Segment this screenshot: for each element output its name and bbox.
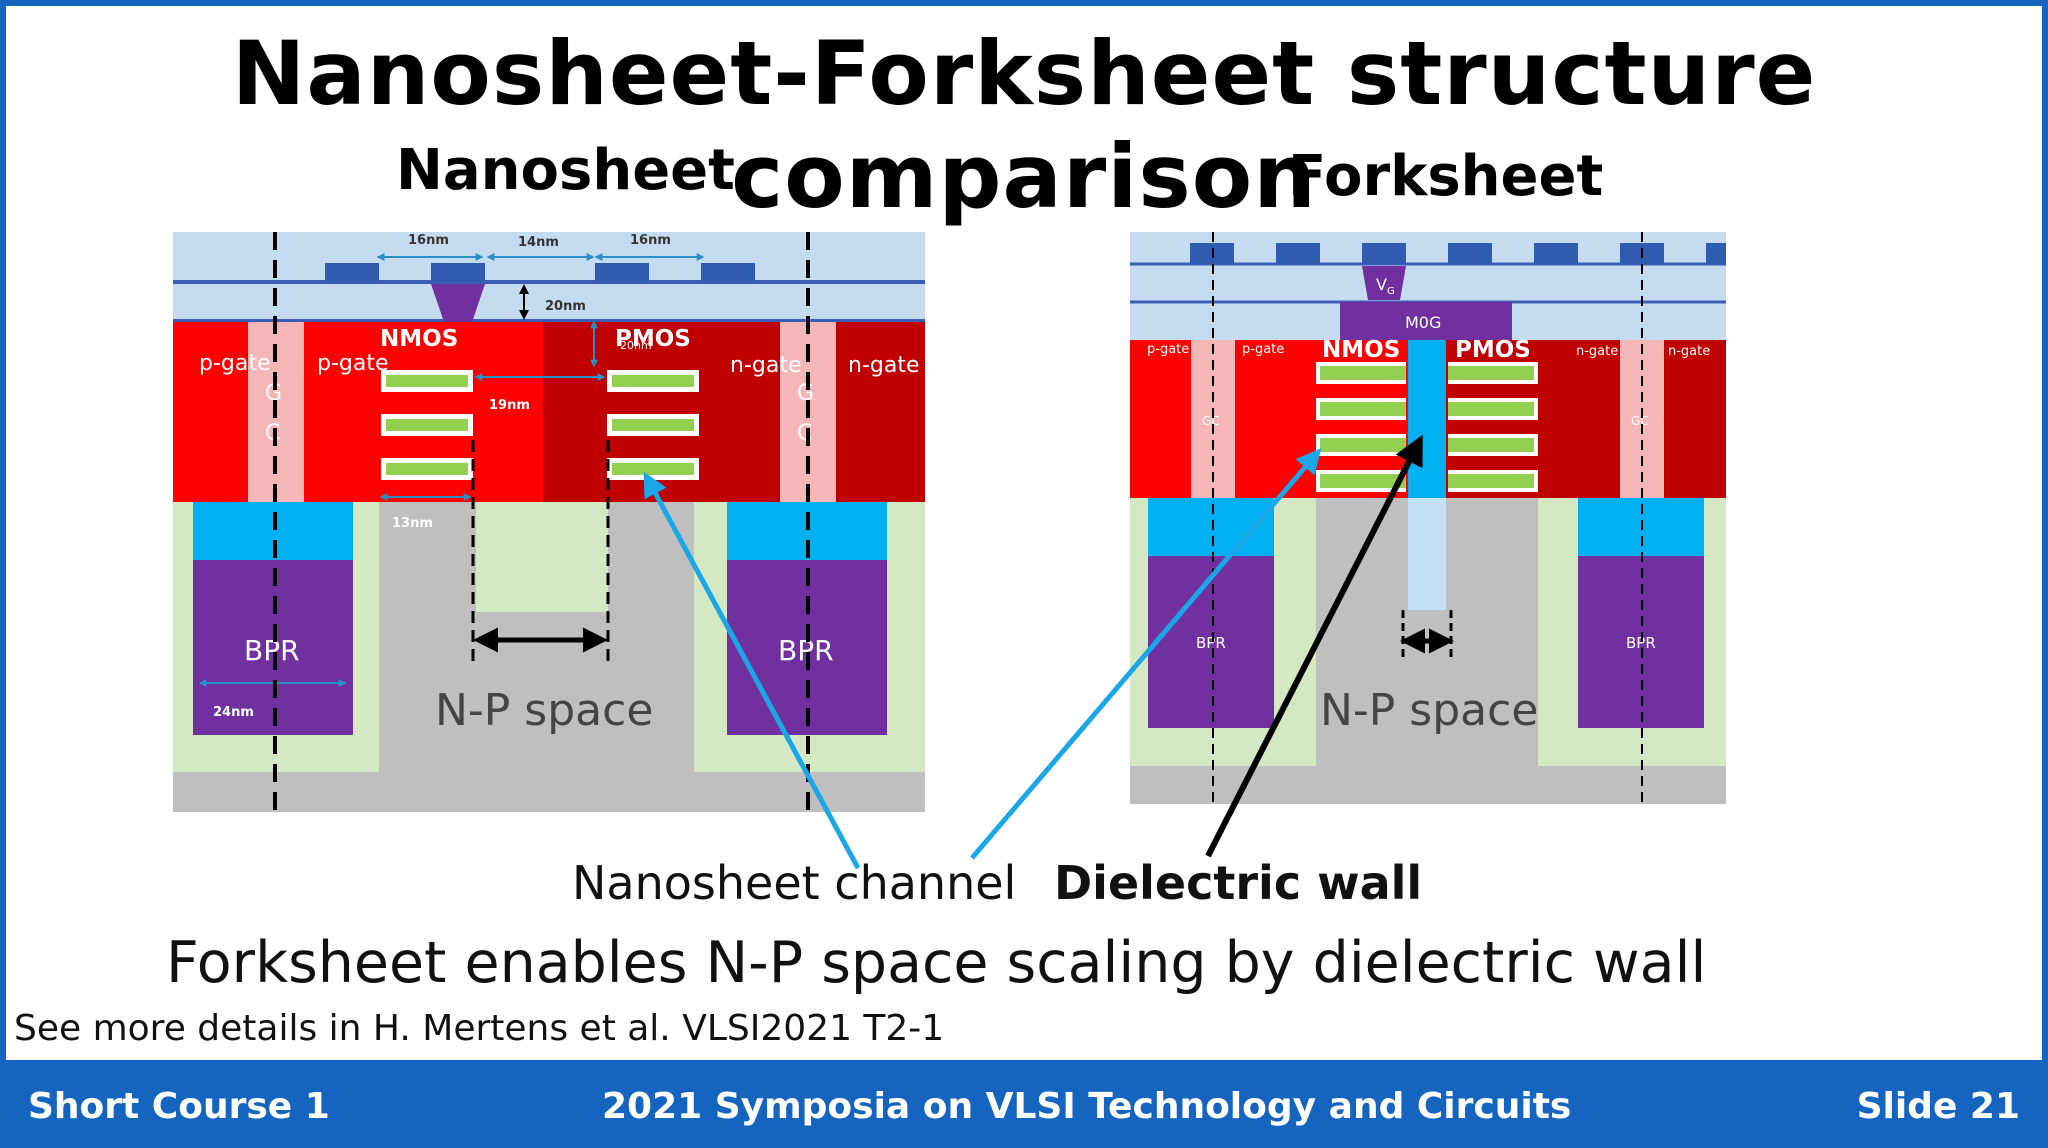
forksheet-nmos-label: NMOS bbox=[1322, 337, 1400, 363]
nanosheet-bpr-right: BPR bbox=[778, 634, 834, 667]
dielectric-wall-arrow bbox=[1205, 434, 1423, 858]
oxide-center bbox=[476, 502, 608, 612]
pmos-sheets bbox=[607, 370, 699, 480]
metal-line bbox=[325, 263, 379, 282]
fs-pgate-outer: p-gate bbox=[1147, 342, 1189, 357]
gc-right-g: G bbox=[797, 381, 814, 406]
bpr-right bbox=[727, 560, 887, 735]
forksheet-pmos-label: PMOS bbox=[1455, 337, 1531, 363]
dim-13nm: 13nm bbox=[392, 516, 433, 531]
nanosheet-ngate-outer: n-gate bbox=[848, 353, 920, 378]
gc-left-c: C bbox=[265, 421, 280, 446]
dim-14nm: 14nm bbox=[518, 235, 559, 250]
dim-20nm: 20nm bbox=[545, 299, 586, 314]
fs-gc-left: GC bbox=[1202, 414, 1220, 428]
footer-course: Short Course 1 bbox=[28, 1086, 330, 1127]
fs-nmos-sheets bbox=[1316, 362, 1406, 492]
reference-note: See more details in H. Mertens et al. VL… bbox=[14, 1008, 945, 1049]
dim-16nm-left: 16nm bbox=[408, 233, 449, 248]
dielectric-wall bbox=[1408, 340, 1446, 498]
fs-pmos-sheets bbox=[1448, 362, 1538, 492]
metal-line bbox=[431, 263, 485, 282]
dielectric-wall-caption: Dielectric wall bbox=[1054, 856, 1423, 910]
nanosheet-nmos-label: NMOS bbox=[380, 326, 458, 352]
nmos-sheets bbox=[381, 370, 473, 480]
fs-pgate-inner: p-gate bbox=[1242, 342, 1284, 357]
nanosheet-channel-arrow bbox=[643, 471, 861, 870]
bpr-left bbox=[193, 560, 353, 735]
fs-ngate-inner: n-gate bbox=[1576, 344, 1618, 359]
fs-gc-right: GC bbox=[1631, 414, 1649, 428]
m0g-label: M0G bbox=[1405, 313, 1441, 332]
forksheet-np-space: N-P space bbox=[1320, 685, 1538, 736]
nanosheet-channel-caption: Nanosheet channel bbox=[572, 856, 1017, 910]
dim-20nm-inner: 20nm bbox=[620, 339, 652, 352]
forksheet-channel-arrow bbox=[970, 448, 1322, 860]
gc-left-g: G bbox=[265, 381, 282, 406]
nanosheet-bpr-left: BPR bbox=[244, 634, 300, 667]
gc-right-c: C bbox=[797, 421, 812, 446]
fs-ngate-outer: n-gate bbox=[1668, 344, 1710, 359]
nanosheet-pgate-outer: p-gate bbox=[199, 351, 271, 376]
nanosheet-ngate-inner: n-gate bbox=[730, 353, 802, 378]
vg-label: VG bbox=[1376, 275, 1395, 297]
forksheet-bpr-left: BPR bbox=[1196, 634, 1226, 652]
fs-bpr-left bbox=[1148, 556, 1274, 728]
slide-footer: Short Course 1 2021 Symposia on VLSI Tec… bbox=[0, 1060, 2048, 1148]
m0g-line bbox=[1340, 302, 1512, 340]
gate-via bbox=[431, 284, 485, 322]
nanosheet-diagram: 16nm 14nm 16nm 20nm NMOS PMOS 20nm 19nm … bbox=[173, 232, 925, 812]
nanosheet-label: Nanosheet bbox=[396, 138, 735, 203]
nmos-gate bbox=[173, 322, 543, 502]
dielectric-wall-lower bbox=[1408, 498, 1446, 610]
vg-via bbox=[1362, 266, 1406, 300]
dim-24nm: 24nm bbox=[213, 705, 254, 720]
dim-19nm: 19nm bbox=[489, 398, 530, 413]
nanosheet-pmos-label: PMOS bbox=[615, 326, 691, 352]
nanosheet-beol bbox=[173, 232, 925, 322]
footer-slide-number: Slide 21 bbox=[1856, 1086, 2020, 1127]
pmos-gate bbox=[543, 322, 925, 502]
nanosheet-pgate-inner: p-gate bbox=[317, 351, 389, 376]
key-statement: Forksheet enables N-P space scaling by d… bbox=[166, 930, 1707, 996]
footer-event: 2021 Symposia on VLSI Technology and Cir… bbox=[602, 1086, 1572, 1127]
metal-line bbox=[701, 263, 755, 282]
metal-line bbox=[595, 263, 649, 282]
forksheet-diagram: VG M0G GC GC p-gate p-gate n-gate n-gate… bbox=[1130, 232, 1726, 804]
nanosheet-np-space: N-P space bbox=[435, 685, 653, 736]
slide-title: Nanosheet-Forksheet structure comparison bbox=[231, 22, 1817, 228]
forksheet-bpr-right: BPR bbox=[1626, 634, 1656, 652]
forksheet-label: Forksheet bbox=[1288, 144, 1604, 209]
dim-16nm-right: 16nm bbox=[630, 233, 671, 248]
